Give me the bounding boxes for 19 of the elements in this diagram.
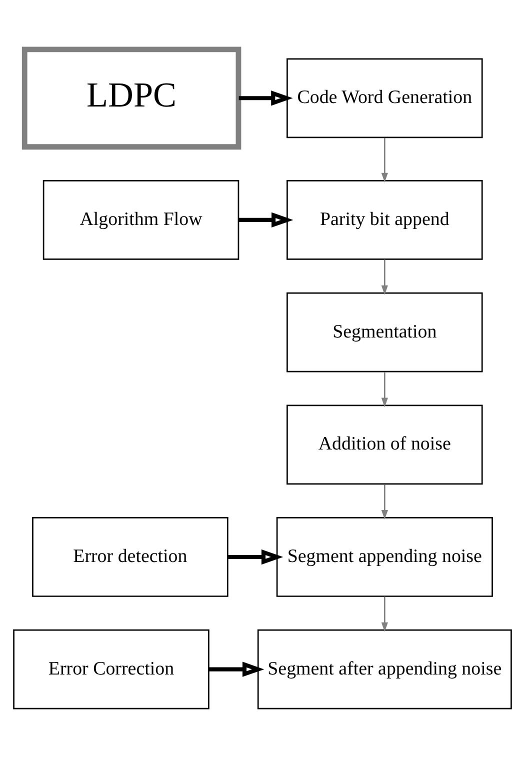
- arrow: [381, 260, 388, 295]
- node-box: Segment appending noise: [276, 517, 493, 597]
- arrow: [228, 549, 284, 565]
- arrow: [238, 212, 294, 228]
- node-box: Algorithm Flow: [42, 180, 240, 260]
- node-box: LDPC: [22, 46, 242, 150]
- arrow: [238, 90, 293, 106]
- node-box: Segmentation: [286, 292, 483, 372]
- node-box: Parity bit append: [286, 180, 483, 260]
- arrow: [381, 138, 388, 182]
- node-box: Error detection: [32, 517, 228, 597]
- arrow: [208, 662, 264, 677]
- arrow: [381, 372, 388, 408]
- node-box: Error Correction: [13, 629, 210, 710]
- arrow: [381, 484, 388, 520]
- node-box: Addition of noise: [286, 404, 483, 485]
- arrow: [381, 596, 388, 632]
- node-box: Code Word Generation: [286, 58, 483, 138]
- node-box: Segment after appending noise: [257, 629, 512, 710]
